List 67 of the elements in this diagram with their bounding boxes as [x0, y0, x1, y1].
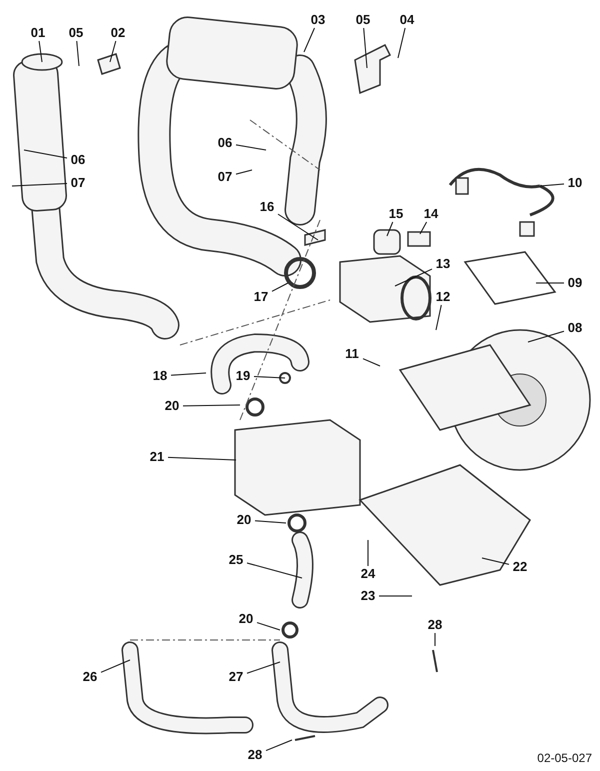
callout-number: 08: [564, 320, 586, 336]
leader-line: [540, 183, 564, 186]
callout-number: 03: [307, 12, 329, 28]
leader-line: [420, 222, 428, 234]
callout-number: 23: [357, 588, 379, 604]
leader-line: [536, 282, 564, 284]
callout-number: 25: [225, 552, 247, 568]
callout-number: 07: [67, 175, 89, 191]
leader-line: [254, 520, 286, 524]
callout-number: 06: [67, 152, 89, 168]
callout-number: 02: [107, 25, 129, 41]
leader-line: [168, 456, 236, 460]
drawing-number: 02-05-027: [537, 751, 592, 765]
callout-number: 11: [341, 346, 363, 362]
leader-line: [110, 40, 116, 62]
callout-number: 15: [385, 206, 407, 222]
leader-line: [436, 304, 442, 330]
leader-line: [236, 170, 252, 175]
callout-number: 24: [357, 566, 379, 582]
callout-number: 16: [256, 199, 278, 215]
callout-number: 09: [564, 275, 586, 291]
callout-number: 06: [214, 135, 236, 151]
callout-number: 07: [214, 169, 236, 185]
leader-line: [278, 214, 318, 240]
leader-line: [100, 660, 130, 673]
callout-number: 20: [235, 611, 257, 627]
callout-number: 05: [65, 25, 87, 41]
leader-line: [38, 40, 42, 62]
leader-line: [24, 150, 68, 158]
leader-line: [254, 376, 286, 378]
leader-line: [246, 662, 280, 674]
leader-line: [256, 622, 280, 630]
leader-line: [386, 222, 394, 236]
leader-line: [272, 282, 288, 292]
callout-number: 28: [244, 747, 266, 763]
leader-line: [362, 358, 380, 366]
callout-number: 01: [27, 25, 49, 41]
callout-number: 13: [432, 256, 454, 272]
leader-line: [398, 28, 406, 58]
leader-line: [482, 558, 510, 565]
leader-line: [76, 40, 80, 66]
callout-number: 21: [146, 449, 168, 465]
leader-line: [434, 632, 436, 646]
callout-number: 18: [149, 368, 171, 384]
callout-number: 14: [420, 206, 442, 222]
leader-line: [170, 372, 206, 376]
callout-number: 26: [79, 669, 101, 685]
leader-line: [394, 268, 432, 286]
callout-number: 05: [352, 12, 374, 28]
callout-number: 10: [564, 175, 586, 191]
leader-line: [12, 183, 68, 186]
callout-number: 20: [233, 512, 255, 528]
callout-number: 12: [432, 289, 454, 305]
callout-number: 22: [509, 559, 531, 575]
leader-line: [304, 28, 315, 52]
leader-line: [266, 740, 292, 752]
callout-number: 17: [250, 289, 272, 305]
leader-line: [182, 404, 240, 406]
callout-number: 20: [161, 398, 183, 414]
leader-line: [246, 562, 302, 578]
callout-number: 27: [225, 669, 247, 685]
leader-line: [363, 28, 368, 68]
leader-line: [528, 330, 564, 342]
callout-number: 19: [232, 368, 254, 384]
leader-line: [236, 144, 266, 150]
callout-number: 04: [396, 12, 418, 28]
callout-number: 28: [424, 617, 446, 633]
